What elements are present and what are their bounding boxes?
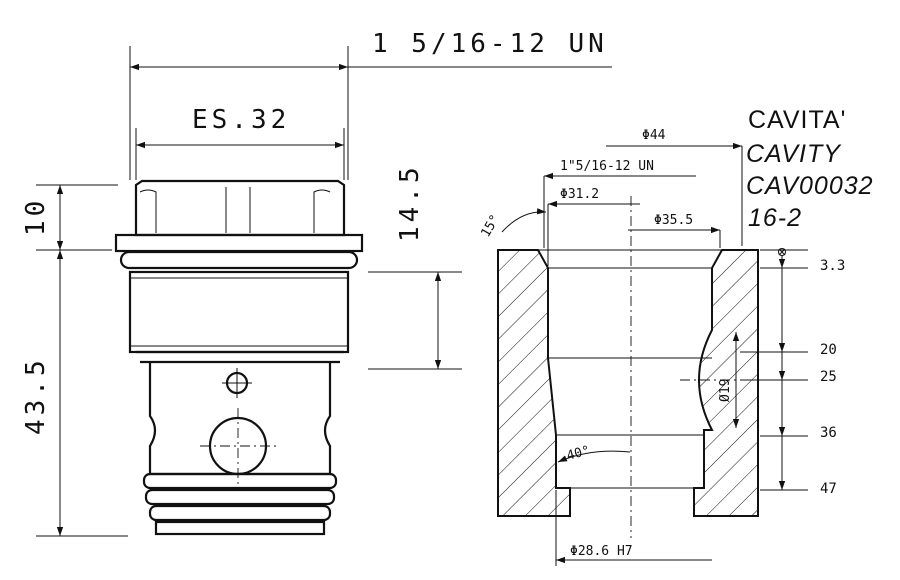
depth-3-3-label: 3.3 [820, 258, 845, 274]
dia-28-6-label: Φ28.6 H7 [570, 544, 633, 559]
depth-36-label: 36 [820, 425, 837, 441]
hex-head [134, 179, 346, 237]
side-port-large [208, 416, 268, 476]
depth-20-label: 20 [820, 342, 837, 358]
dia-44-label: Φ44 [642, 128, 666, 143]
cavity-title-line-4: 16-2 [748, 204, 802, 232]
cavity-left-wall [497, 249, 571, 517]
cavity-title-line-3: CAV00032 [746, 172, 874, 200]
dia-31-2-label: Φ31.2 [560, 187, 599, 202]
cavity-title-line-1: CAVITA' [748, 106, 846, 134]
datum-marker [778, 248, 786, 256]
dia-35-5-label: Φ35.5 [654, 213, 693, 228]
angle-15-label: 15° [478, 212, 503, 240]
cavity-section [497, 196, 760, 538]
cartridge-view [114, 179, 364, 536]
threaded-body [128, 270, 350, 354]
cavity-dimensions: Φ44 1"5/16-12 UN Φ31.2 Φ35.5 15° 40° Ø19… [478, 128, 845, 566]
dim-10-label: 10 [21, 197, 51, 236]
dia-19-label: Ø19 [718, 379, 733, 402]
o-ring-top [119, 250, 359, 270]
depth-25-label: 25 [820, 369, 837, 385]
dim-14-5-label: 14.5 [395, 163, 425, 242]
cavity-title: CAVITA' CAVITY CAV00032 16-2 [746, 106, 874, 232]
angle-40-label: 40° [565, 443, 592, 464]
hex-size-label: ES.32 [192, 105, 290, 135]
dim-43-5-label: 43.5 [21, 356, 51, 435]
cavity-title-line-2: CAVITY [746, 140, 842, 168]
thread-cavity-label: 1"5/16-12 UN [560, 159, 654, 174]
thread-size-label: 1 5/16-12 UN [372, 29, 608, 59]
flange [114, 233, 364, 253]
depth-47-label: 47 [820, 481, 837, 497]
cartridge-dimensions: 1 5/16-12 UN ES.32 10 43.5 14.5 [21, 29, 612, 537]
